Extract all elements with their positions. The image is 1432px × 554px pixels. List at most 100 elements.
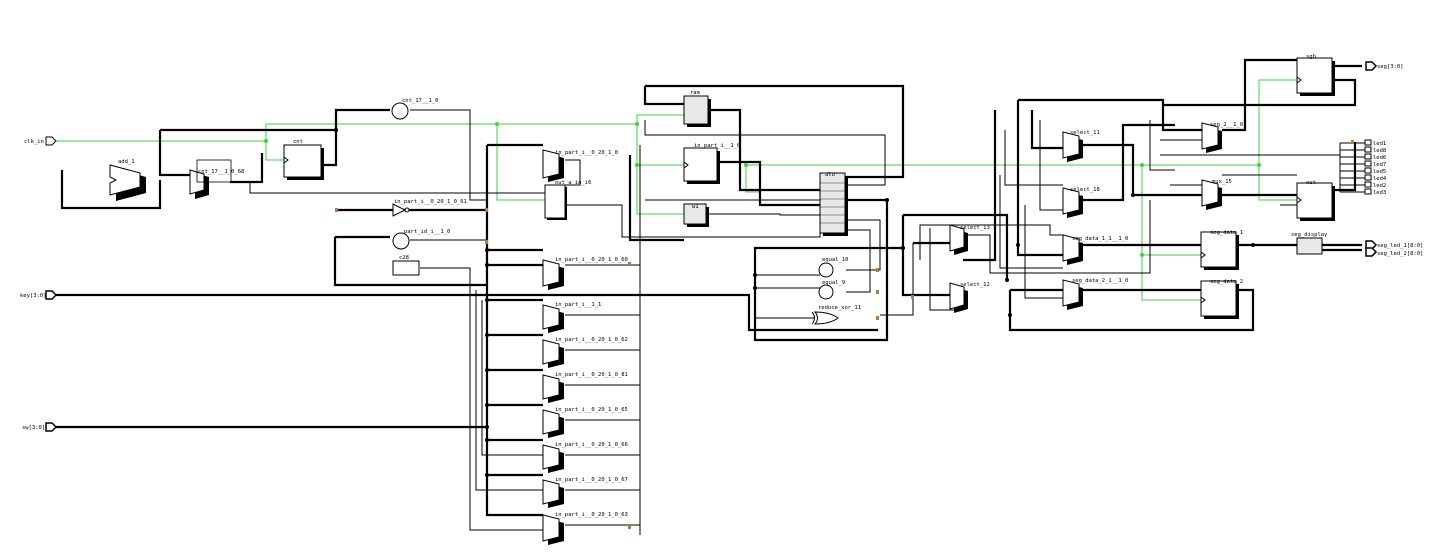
- port-led5[interactable]: led5: [1364, 167, 1386, 175]
- seg-data-2-label: seg_data_2: [1210, 279, 1243, 285]
- port-seg[interactable]: seg[3:0]: [1365, 61, 1404, 71]
- alu-label: alu: [825, 172, 835, 178]
- cell-in-part-63[interactable]: in_part_i__0_20_1_0_63: [542, 512, 628, 545]
- in-part-81-label: in_part_i__0_20_1_0_81: [555, 372, 628, 378]
- cell-cnt-17-1-0[interactable]: cnt_17__1_0: [391, 98, 438, 120]
- seg-data-2-0-label: seg_data_2_1__1_0: [1072, 278, 1128, 284]
- led3-label: led3: [1373, 190, 1386, 196]
- cell-in-part-60[interactable]: in_part_i__0_20_1_0_60: [542, 257, 628, 290]
- junctions: [264, 122, 1261, 477]
- led4-label: led4: [1373, 176, 1387, 182]
- cell-seg-data-2-0[interactable]: seg_data_2_1__1_0: [1062, 278, 1128, 310]
- cell-reduce-xor[interactable]: reduce_xor_11: [811, 305, 861, 325]
- equal-9-label: equal_9: [822, 280, 845, 286]
- in-part-0-label: in_part_i__0_20_1_0: [555, 150, 618, 156]
- signal-nets: [249, 109, 1365, 535]
- port-seg-led-2[interactable]: seg_led_2[8:0]: [1365, 247, 1423, 257]
- cell-cnt-17-mux[interactable]: cnt_17__1_0_68: [189, 159, 244, 199]
- cell-in-part-62[interactable]: in_part_i__0_20_1_0_62: [542, 337, 628, 368]
- sgb-label: sgb: [1306, 54, 1316, 60]
- cell-in-part-1-1[interactable]: in_part_i__1_1: [542, 302, 601, 333]
- cell-sgb[interactable]: sgb: [1296, 54, 1335, 96]
- cell-select-12[interactable]: select_12: [949, 282, 990, 313]
- led8-label: led8: [1373, 148, 1386, 154]
- cell-in-part-66[interactable]: in_part_i__0_20_1_0_66: [542, 442, 628, 473]
- bus-nets: [56, 58, 1362, 517]
- port-clk-in-label: clk_in: [24, 139, 44, 145]
- cell-in-part-67[interactable]: in_part_i__0_20_1_0_67: [542, 477, 628, 508]
- cell-add-1[interactable]: add_1: [109, 159, 146, 201]
- in-part-1-1-label: in_part_i__1_1: [555, 302, 601, 308]
- cell-select-18[interactable]: select_18: [1062, 187, 1100, 218]
- cell-ram[interactable]: ram: [683, 90, 711, 127]
- cell-seg-2[interactable]: seg_2__1_0: [1201, 122, 1243, 153]
- cell-seg-data-2[interactable]: seg_data_2: [1200, 279, 1243, 319]
- port-led2[interactable]: led2: [1364, 181, 1386, 189]
- led1-label: led1: [1373, 141, 1386, 147]
- cnt-17-mux-label: cnt_17__1_0_68: [198, 169, 244, 175]
- cell-in-part-65[interactable]: in_part_i__0_20_1_0_65: [542, 407, 628, 438]
- select-12-label: select_12: [960, 282, 990, 288]
- cell-w1[interactable]: w1: [683, 203, 709, 227]
- select-11-label: select_11: [1070, 130, 1100, 136]
- cell-cnt[interactable]: cnt: [283, 139, 324, 180]
- cell-in-part-61[interactable]: in_part_i__0_20_1_0_61: [392, 199, 467, 217]
- led7-label: led7: [1373, 162, 1386, 168]
- cnt-label: cnt: [293, 139, 303, 145]
- cnt-17-1-0-label: cnt_17__1_0: [402, 98, 438, 104]
- cell-seg-display[interactable]: seg_display: [1291, 232, 1328, 255]
- port-seg-led-1[interactable]: seg_led_1[8:0]: [1365, 240, 1423, 250]
- part-id-label: part_id_i__1_0: [404, 229, 450, 235]
- add-1-label: add_1: [118, 159, 135, 165]
- port-sw[interactable]: sw[3:0]: [22, 422, 58, 432]
- ram-label: ram: [690, 90, 701, 96]
- port-led3[interactable]: led3: [1364, 188, 1386, 196]
- seg-2-label: seg_2__1_0: [1210, 122, 1243, 128]
- cell-c28[interactable]: c28: [392, 255, 420, 276]
- w1-label: w1: [692, 204, 699, 210]
- port-seg-led-2-label: seg_led_2[8:0]: [1377, 251, 1423, 257]
- cell-seg-data-1[interactable]: seg_data_1: [1200, 230, 1243, 270]
- in-part-60-label: in_part_i__0_20_1_0_60: [555, 257, 628, 263]
- cell-select-11[interactable]: select_11: [1062, 130, 1100, 162]
- in-part-61-label: in_part_i__0_20_1_0_61: [394, 199, 467, 205]
- cell-select-13[interactable]: select_13: [949, 224, 990, 255]
- led5-label: led5: [1373, 169, 1386, 175]
- cell-seg-data-1-0[interactable]: seg_data_1_1__1_0: [1062, 234, 1128, 265]
- in-part-i-1-0-label: in_part_i__1_0: [694, 143, 740, 149]
- cell-equal-9[interactable]: equal_9: [818, 280, 845, 300]
- clock-nets: [56, 79, 1297, 301]
- port-led6[interactable]: led6: [1364, 153, 1386, 161]
- cell-in-part-81[interactable]: in_part_i__0_20_1_0_81: [542, 372, 628, 403]
- out-a-in-label: out_a_in_i6: [555, 180, 591, 186]
- c28-label: c28: [399, 255, 409, 261]
- led6-label: led6: [1373, 155, 1386, 161]
- cell-out-a-in[interactable]: out_a_in_i6: [544, 180, 591, 220]
- port-clk-in[interactable]: clk_in: [24, 136, 57, 146]
- port-led1[interactable]: led1: [1364, 139, 1386, 147]
- cell-out[interactable]: out: [1296, 180, 1335, 221]
- port-key[interactable]: key[3:0]: [20, 290, 58, 300]
- port-led4[interactable]: led4: [1364, 174, 1387, 182]
- mux-15-label: mux_15: [1212, 179, 1232, 185]
- port-seg-led-1-label: seg_led_1[8:0]: [1377, 243, 1423, 249]
- cell-alu[interactable]: alu: [819, 172, 848, 236]
- led-ports: led1 led8 led6 led7 led5 led4 led2 led3: [1364, 139, 1387, 196]
- select-13-label: select_13: [960, 225, 990, 231]
- out-label: out: [1306, 180, 1316, 186]
- port-led8[interactable]: led8: [1364, 146, 1386, 154]
- port-led7[interactable]: led7: [1364, 160, 1386, 168]
- port-sw-label: sw[3:0]: [22, 425, 45, 431]
- seg-data-1-label: seg_data_1: [1210, 230, 1243, 236]
- cell-part-id[interactable]: part_id_i__1_0: [392, 229, 450, 250]
- cell-in-part-i-1-0[interactable]: in_part_i__1_0: [683, 143, 740, 184]
- cell-equal-10[interactable]: equal_10: [818, 257, 849, 278]
- cell-mux-15[interactable]: mux_15: [1201, 179, 1232, 210]
- cell-in-part-0[interactable]: in_part_i__0_20_1_0: [542, 149, 618, 182]
- port-key-label: key[3:0]: [20, 293, 47, 299]
- in-part-67-label: in_part_i__0_20_1_0_67: [555, 477, 628, 483]
- in-part-63-label: in_part_i__0_20_1_0_63: [555, 512, 628, 518]
- port-seg-label: seg[3:0]: [1377, 64, 1404, 70]
